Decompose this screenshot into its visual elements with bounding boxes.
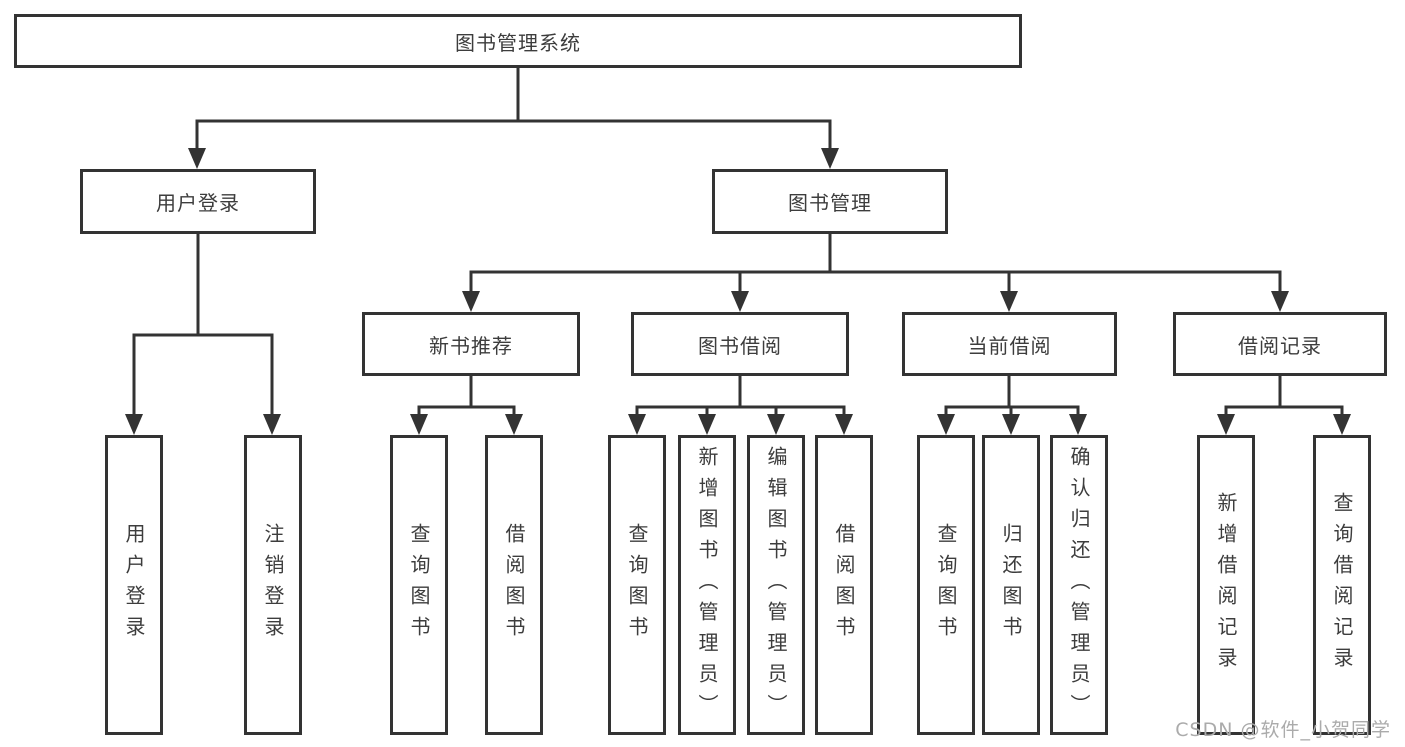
leaf-br-query-record-label: 查询借阅记录 xyxy=(1330,492,1354,678)
node-borrow-records: 借阅记录 xyxy=(1173,312,1387,376)
leaf-bb-add-book-admin: 新增图书（管理员） xyxy=(678,435,736,735)
leaf-br-query-record: 查询借阅记录 xyxy=(1313,435,1371,735)
node-borrow-records-label: 借阅记录 xyxy=(1238,333,1322,358)
leaf-rec-borrow-book-label: 借阅图书 xyxy=(502,523,526,647)
node-new-book-recommend: 新书推荐 xyxy=(362,312,580,376)
leaf-cb-return-book: 归还图书 xyxy=(982,435,1040,735)
leaf-bb-edit-book-admin-label: 编辑图书（管理员） xyxy=(764,445,788,725)
leaf-cb-query-book: 查询图书 xyxy=(917,435,975,735)
node-book-management-label: 图书管理 xyxy=(788,191,872,215)
leaf-user-login-label: 用户登录 xyxy=(122,523,146,647)
node-current-borrow: 当前借阅 xyxy=(902,312,1117,376)
node-user-login-label: 用户登录 xyxy=(156,191,240,215)
leaf-bb-query-book: 查询图书 xyxy=(608,435,666,735)
leaf-bb-borrow-book-label: 借阅图书 xyxy=(832,523,856,647)
leaf-user-login: 用户登录 xyxy=(105,435,163,735)
node-new-book-recommend-label: 新书推荐 xyxy=(429,333,513,358)
leaf-logout-label: 注销登录 xyxy=(261,523,285,647)
leaf-br-add-record-label: 新增借阅记录 xyxy=(1214,492,1238,678)
leaf-cb-confirm-return-admin-label: 确认归还（管理员） xyxy=(1067,445,1091,725)
leaf-rec-query-book: 查询图书 xyxy=(390,435,448,735)
node-user-login: 用户登录 xyxy=(80,169,316,234)
leaf-cb-return-book-label: 归还图书 xyxy=(999,523,1023,647)
leaf-bb-edit-book-admin: 编辑图书（管理员） xyxy=(747,435,805,735)
leaf-cb-query-book-label: 查询图书 xyxy=(934,523,958,647)
leaf-br-add-record: 新增借阅记录 xyxy=(1197,435,1255,735)
arrowhead-icons xyxy=(125,148,1351,435)
csdn-watermark: CSDN @软件_小贺同学 xyxy=(1175,719,1391,741)
node-root-library-system: 图书管理系统 xyxy=(14,14,1022,68)
leaf-logout: 注销登录 xyxy=(244,435,302,735)
leaf-rec-query-book-label: 查询图书 xyxy=(407,523,431,647)
node-book-borrow: 图书借阅 xyxy=(631,312,849,376)
node-root-label: 图书管理系统 xyxy=(455,30,581,55)
leaf-rec-borrow-book: 借阅图书 xyxy=(485,435,543,735)
leaf-cb-confirm-return-admin: 确认归还（管理员） xyxy=(1050,435,1108,735)
leaf-bb-add-book-admin-label: 新增图书（管理员） xyxy=(695,445,719,725)
node-book-borrow-label: 图书借阅 xyxy=(698,333,782,358)
node-current-borrow-label: 当前借阅 xyxy=(967,333,1052,358)
leaf-bb-borrow-book: 借阅图书 xyxy=(815,435,873,735)
leaf-bb-query-book-label: 查询图书 xyxy=(625,523,649,647)
node-book-management: 图书管理 xyxy=(712,169,948,234)
